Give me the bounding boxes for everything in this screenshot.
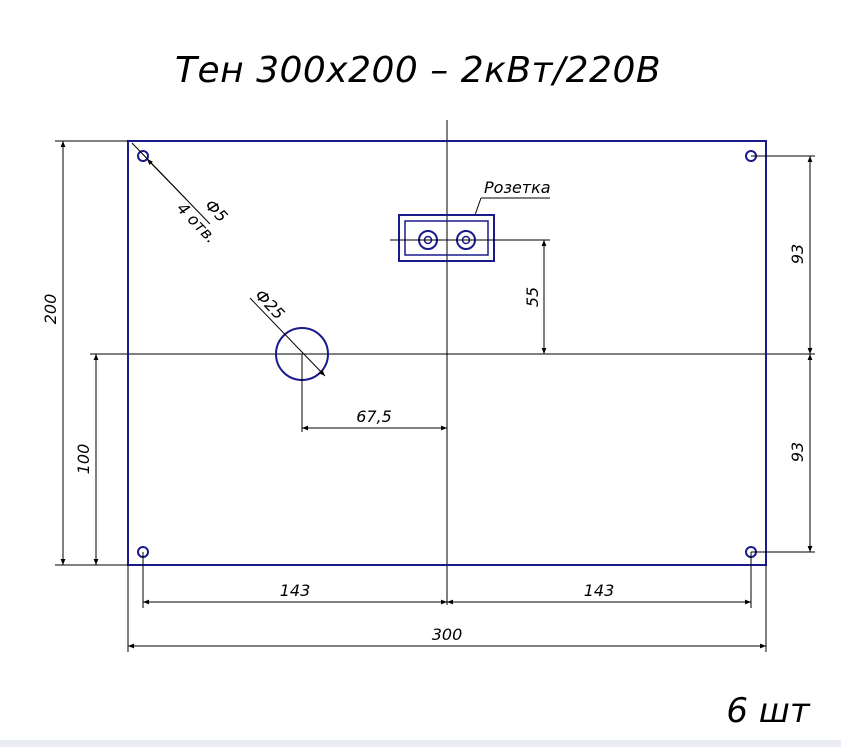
dim-center-height: 100 <box>74 444 93 475</box>
extension-lines <box>55 140 815 652</box>
dim-hole-offset: 67,5 <box>356 407 392 426</box>
mounting-hole-top-left <box>137 150 149 162</box>
dim-half-width-right: 143 <box>584 581 615 600</box>
dim-large-hole-diameter: Ф25 <box>251 286 288 324</box>
plate-outline <box>127 140 767 566</box>
dim-line-large-hole <box>249 297 326 377</box>
dim-lower-offset: 93 <box>788 442 807 462</box>
drawing-title: Тен 300х200 – 2кВт/220В <box>175 50 661 91</box>
dim-socket-offset: 55 <box>523 287 542 307</box>
quantity-label: 6 шт <box>726 691 811 731</box>
socket <box>398 214 495 262</box>
socket-label: Розетка <box>484 178 551 197</box>
dim-overall-height: 200 <box>41 294 60 325</box>
dim-half-width-left: 143 <box>280 581 311 600</box>
window-bottom-edge <box>0 740 841 747</box>
dim-upper-offset: 93 <box>788 244 807 264</box>
socket-leader: Розетка <box>474 178 551 216</box>
dim-overall-width: 300 <box>432 625 463 644</box>
